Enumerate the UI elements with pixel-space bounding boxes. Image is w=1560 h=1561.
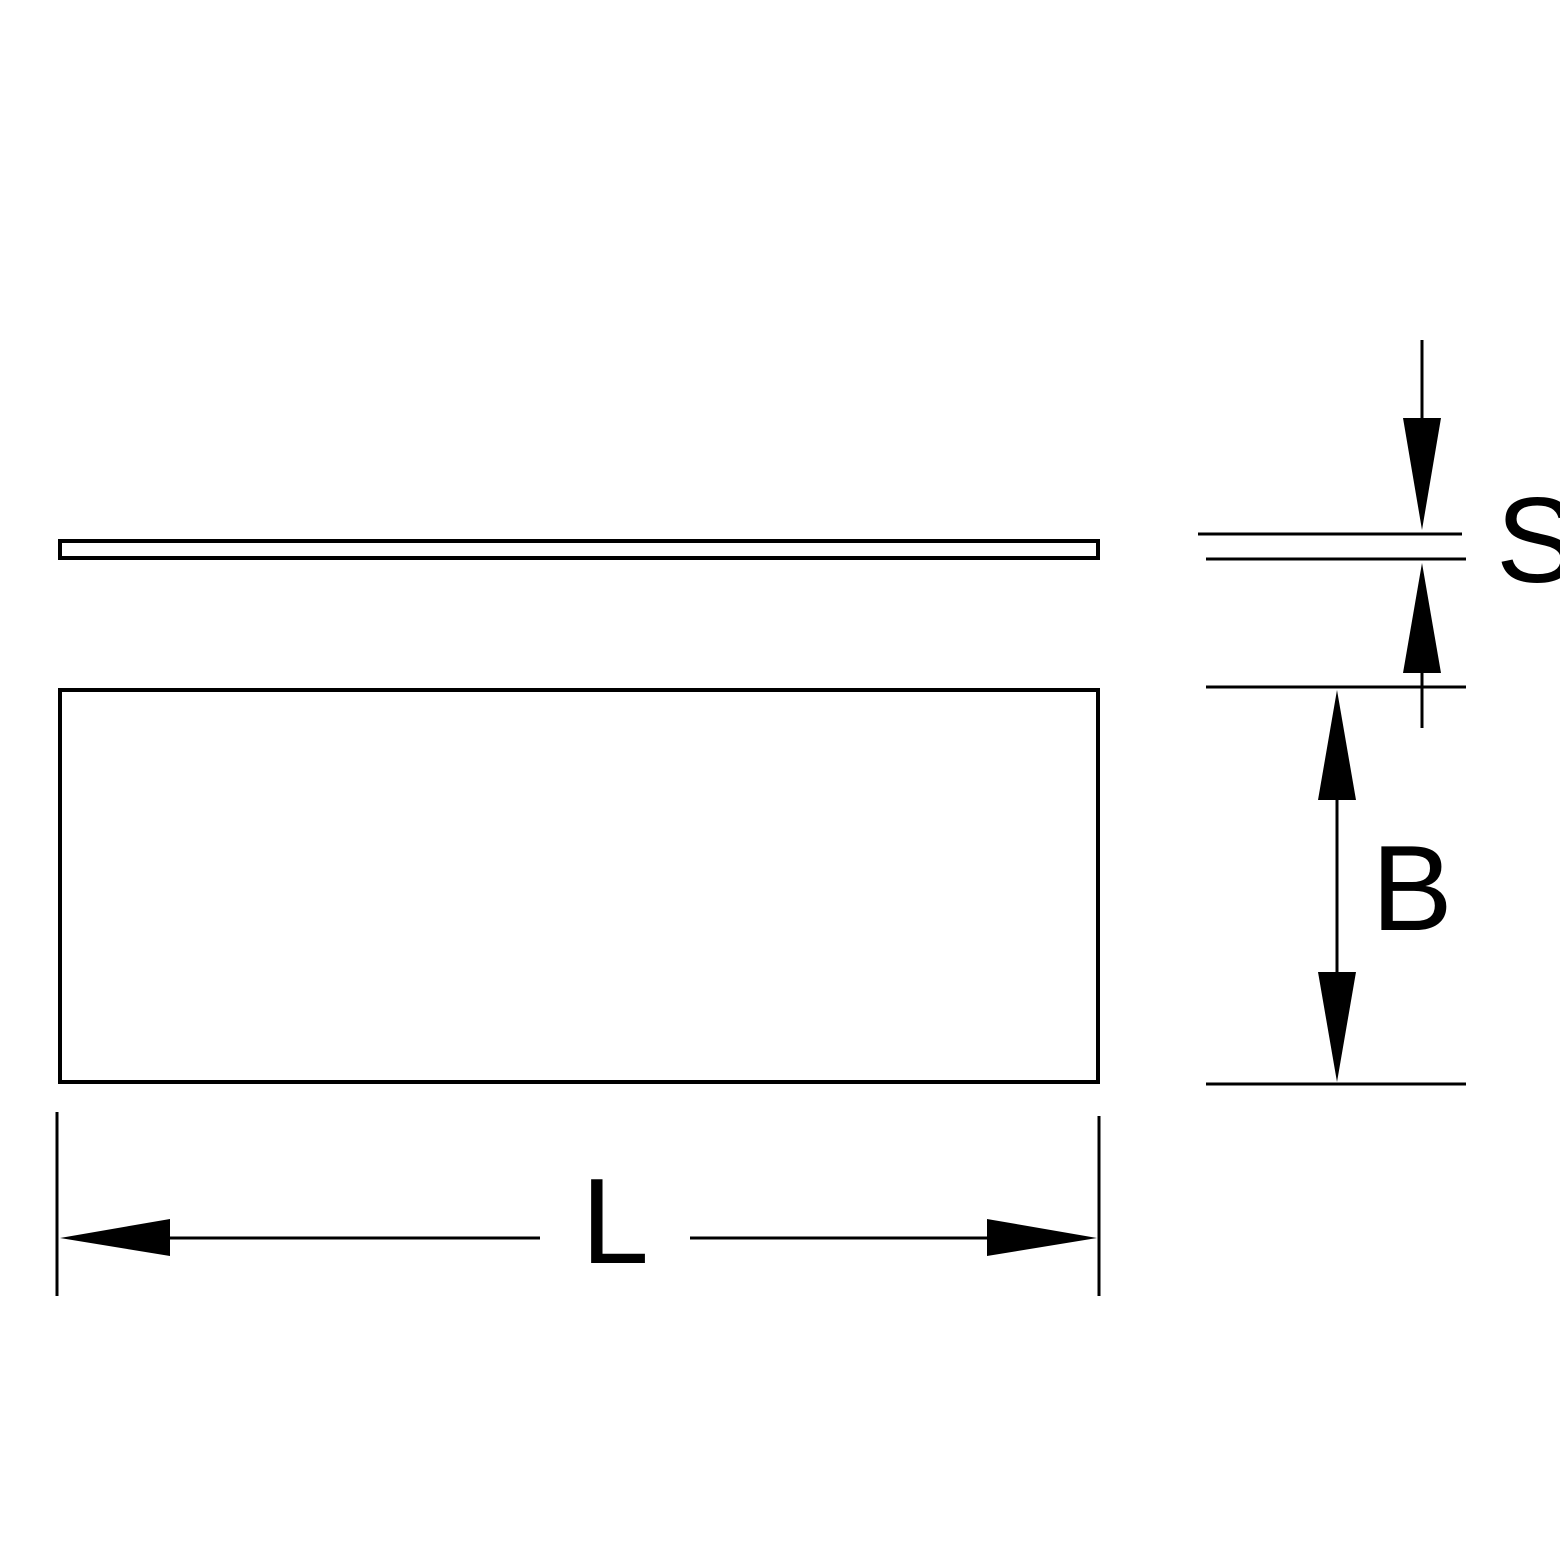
thickness-dimension: S (1198, 340, 1560, 728)
length-label: L (581, 1153, 649, 1289)
length-arrow-left (60, 1219, 170, 1256)
plate-side-view (58, 539, 1100, 560)
length-arrow-right (987, 1219, 1097, 1256)
thickness-arrow-top (1403, 418, 1441, 530)
width-arrow-bottom (1318, 972, 1356, 1082)
width-dimension: B (1206, 685, 1466, 1086)
length-dimension: L (55, 1112, 1101, 1296)
thickness-label: S (1496, 472, 1560, 608)
width-label: B (1371, 820, 1452, 956)
width-arrow-top (1318, 690, 1356, 800)
thickness-arrow-bottom (1403, 563, 1441, 673)
plate-top-view (58, 688, 1100, 1084)
